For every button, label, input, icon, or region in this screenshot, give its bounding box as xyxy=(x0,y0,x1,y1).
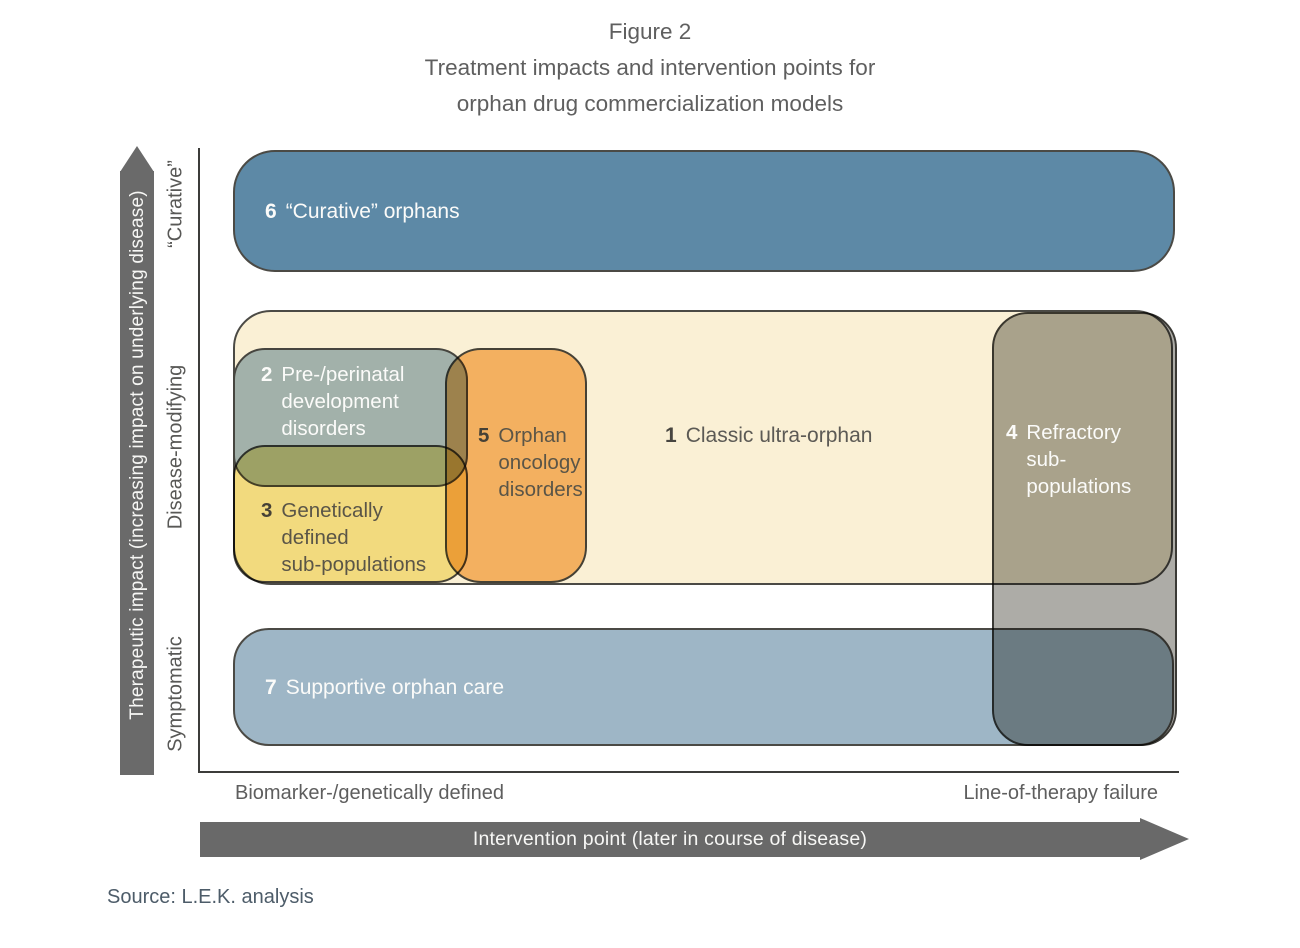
label-classic-ultra-orphan: 1 Classic ultra-orphan xyxy=(665,422,872,449)
box-genetically-defined-subpopulations: 3 Genetically defined sub-populations xyxy=(233,445,468,583)
box-number: 6 xyxy=(265,199,277,223)
source-note: Source: L.E.K. analysis xyxy=(107,886,314,908)
box-label: Refractory sub- populations xyxy=(1026,421,1132,498)
box-label: Pre-/perinatal development disorders xyxy=(281,363,405,440)
box-number: 1 xyxy=(665,424,677,447)
axis-line-bottom xyxy=(198,771,1179,773)
axis-line-left xyxy=(198,148,200,773)
figure-title-line-1: Treatment impacts and intervention point… xyxy=(424,55,876,80)
y-axis-arrowhead-icon xyxy=(120,146,154,172)
y-axis-arrow xyxy=(120,171,154,775)
y-tick-disease-modifying: Disease-modifying xyxy=(164,364,187,530)
box-number: 5 xyxy=(478,424,490,447)
x-tick-biomarker-defined: Biomarker-/genetically defined xyxy=(235,782,505,804)
box-label: Supportive orphan care xyxy=(285,675,504,699)
x-axis-arrow: Intervention point (later in course of d… xyxy=(200,822,1140,857)
box-curative-orphans: 6 “Curative” orphans xyxy=(233,150,1175,272)
box-number: 3 xyxy=(261,499,273,522)
x-axis-arrowhead-icon xyxy=(1140,818,1189,860)
figure-title-block: Figure 2 Treatment impacts and intervent… xyxy=(0,14,1300,122)
x-axis-label: Intervention point (later in course of d… xyxy=(472,828,868,850)
box-number: 2 xyxy=(261,363,273,386)
box-refractory-subpopulations xyxy=(992,312,1177,746)
box-orphan-oncology-disorders: 5 Orphan oncology disorders xyxy=(445,348,587,583)
y-tick-symptomatic: Symptomatic xyxy=(164,636,187,752)
label-refractory-subpopulations: 4 Refractory sub- populations xyxy=(1006,419,1131,500)
x-tick-line-of-therapy-failure: Line-of-therapy failure xyxy=(963,782,1158,804)
figure-title-line-2: orphan drug commercialization models xyxy=(456,91,844,116)
box-label: Orphan oncology disorders xyxy=(498,424,583,501)
figure-label: Figure 2 xyxy=(608,19,692,44)
box-label: Genetically defined sub-populations xyxy=(281,499,427,576)
box-label: “Curative” orphans xyxy=(285,199,460,223)
y-axis-label: Therapeutic impact (increasing impact on… xyxy=(127,190,148,720)
box-number: 4 xyxy=(1006,421,1018,444)
box-number: 7 xyxy=(265,675,277,699)
y-tick-curative: “Curative” xyxy=(164,160,187,248)
box-label: Classic ultra-orphan xyxy=(685,424,873,447)
